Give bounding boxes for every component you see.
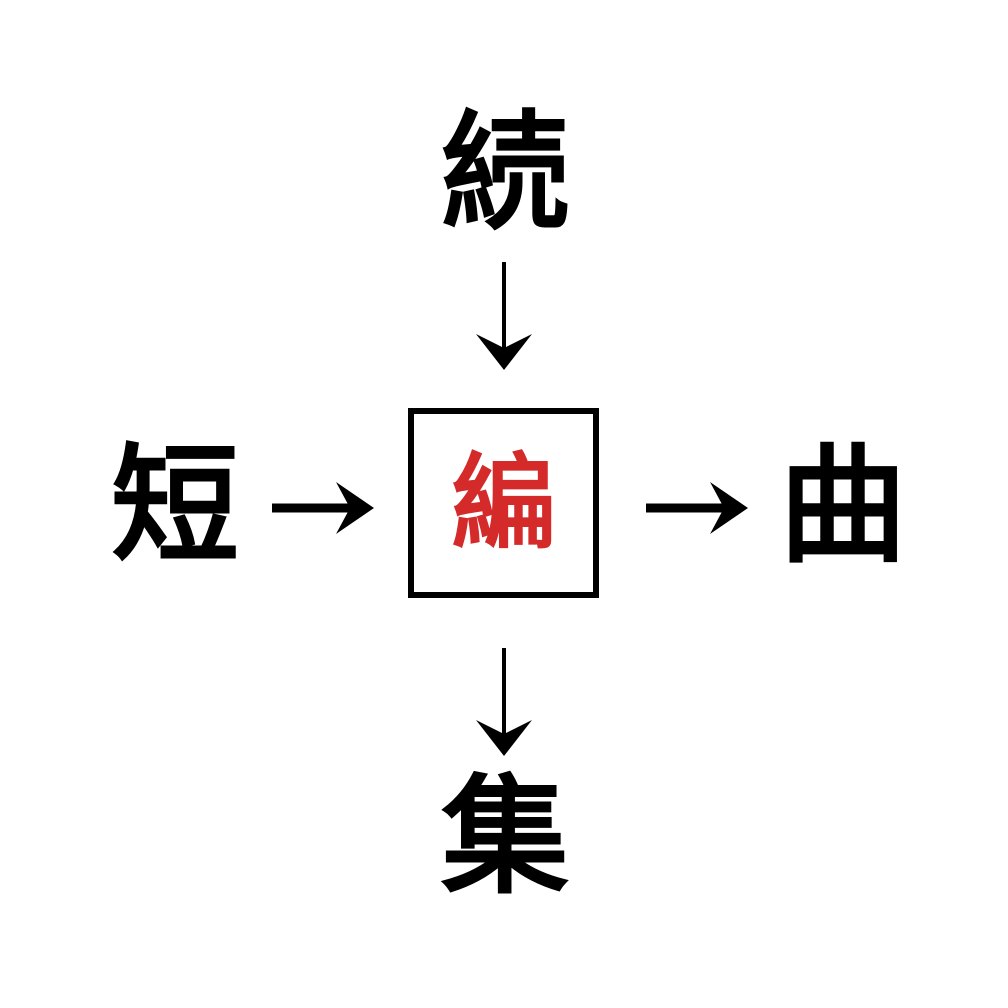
node-top-kanji: 続 — [440, 99, 569, 248]
arrow-down-center-to-bottom — [468, 648, 540, 758]
arrow-down-top-to-center — [468, 262, 540, 372]
node-bottom-kanji: 集 — [440, 763, 569, 912]
node-left-kanji: 短 — [110, 432, 239, 581]
center-node-kanji: 編 — [451, 442, 556, 564]
arrow-right-left-to-center — [272, 478, 376, 538]
node-right-kanji: 曲 — [778, 432, 907, 581]
center-node-box: 編 — [408, 408, 599, 598]
arrow-right-center-to-right — [646, 478, 750, 538]
